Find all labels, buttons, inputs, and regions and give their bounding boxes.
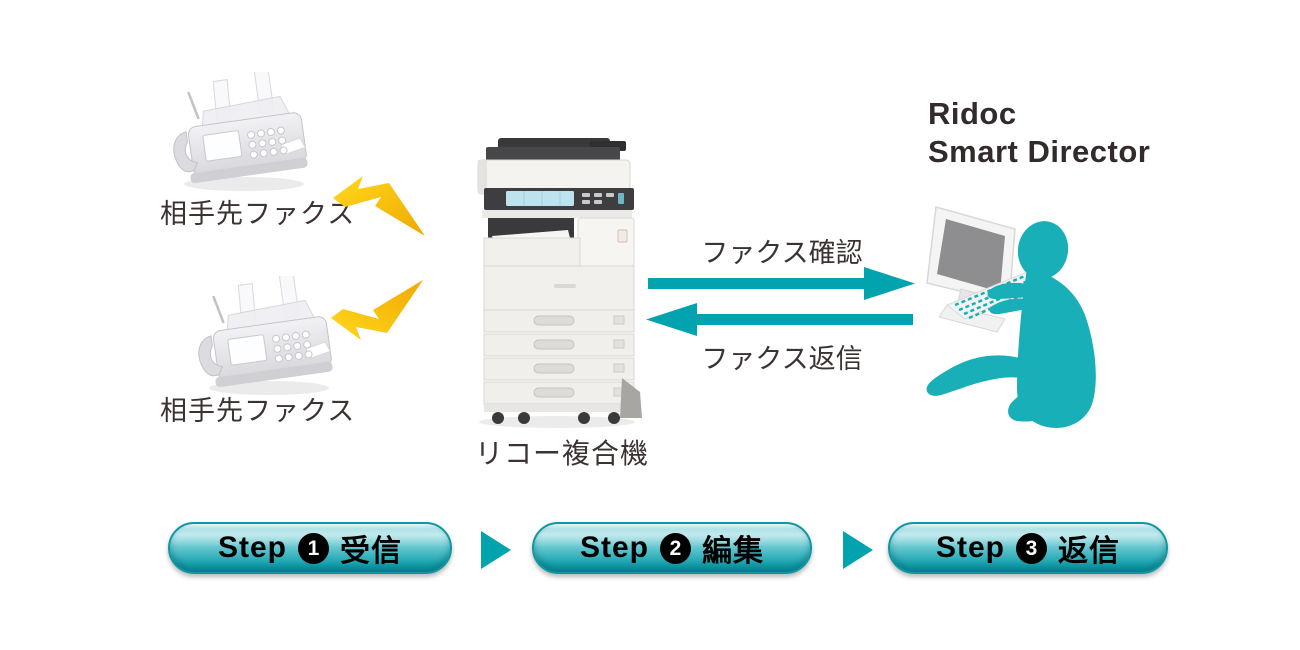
software-title-line2: Smart Director bbox=[928, 134, 1151, 169]
software-title-line1: Ridoc bbox=[928, 96, 1017, 131]
fax-bottom-label: 相手先ファクス bbox=[160, 396, 356, 426]
step-2-number-badge: 2 bbox=[660, 532, 691, 564]
step-arrow-icon bbox=[481, 531, 511, 569]
step-2-prefix: Step bbox=[579, 531, 649, 564]
step-3-prefix: Step bbox=[935, 531, 1005, 564]
step-1-action: 受信 bbox=[340, 535, 402, 568]
step-3-action: 返信 bbox=[1058, 535, 1120, 568]
flow-to-pc-label: ファクス確認 bbox=[701, 238, 863, 268]
step-1-prefix: Step bbox=[217, 531, 287, 564]
step-2-pill: Step 2 編集 bbox=[532, 522, 812, 574]
step-3-number-badge: 3 bbox=[1016, 532, 1047, 564]
person-at-computer-icon bbox=[926, 206, 1096, 428]
software-title: Ridoc Smart Director bbox=[928, 95, 1150, 171]
arrow-left-icon bbox=[646, 303, 913, 336]
step-arrow-icon bbox=[843, 531, 873, 569]
multifunction-printer-icon bbox=[477, 138, 642, 428]
fax-machine-icon bbox=[173, 72, 308, 191]
step-3-pill: Step 3 返信 bbox=[888, 522, 1168, 574]
step-1-pill: Step 1 受信 bbox=[168, 522, 452, 574]
fax-top-label: 相手先ファクス bbox=[160, 199, 356, 229]
printer-label: リコー複合機 bbox=[474, 438, 649, 469]
arrow-right-icon bbox=[648, 267, 915, 300]
lightning-bolt-icon bbox=[331, 280, 423, 340]
step-1-number-badge: 1 bbox=[298, 532, 329, 564]
flow-to-printer-label: ファクス返信 bbox=[701, 344, 863, 374]
lightning-bolt-icon bbox=[333, 176, 425, 236]
step-2-action: 編集 bbox=[702, 535, 764, 568]
fax-machine-icon bbox=[198, 276, 333, 395]
